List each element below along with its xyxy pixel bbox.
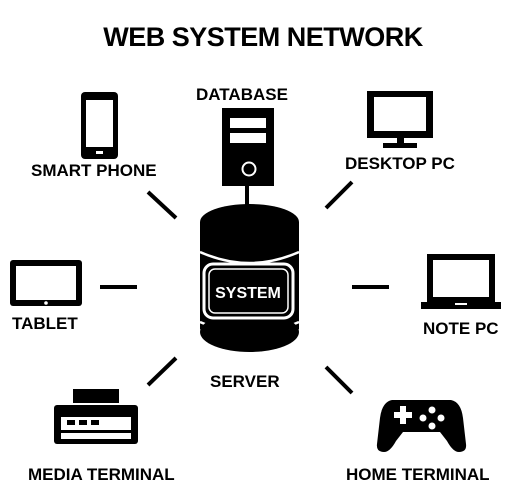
- connector-lines: [100, 180, 389, 395]
- label-tablet: TABLET: [12, 314, 78, 333]
- gamepad-icon: [376, 400, 467, 452]
- label-media: MEDIA TERMINAL: [28, 465, 175, 484]
- label-notepc: NOTE PC: [423, 319, 499, 338]
- label-desktop: DESKTOP PC: [345, 154, 455, 173]
- smartphone-icon: [81, 92, 118, 159]
- label-home: HOME TERMINAL: [346, 465, 490, 484]
- diagram-title: WEB SYSTEM NETWORK: [103, 22, 423, 52]
- label-server: SERVER: [210, 372, 280, 391]
- server-icon: SYSTEM: [199, 204, 300, 352]
- server-screen-text: SYSTEM: [215, 285, 281, 302]
- connector-desktop: [324, 180, 354, 210]
- label-smartphone: SMART PHONE: [31, 161, 157, 180]
- printer-icon: [54, 389, 138, 444]
- label-database: DATABASE: [196, 85, 288, 104]
- tablet-icon: [10, 260, 82, 306]
- connector-home: [324, 365, 354, 395]
- database-server-icon: [222, 108, 274, 186]
- desktop-monitor-icon: [367, 91, 433, 148]
- laptop-icon: [421, 254, 501, 309]
- connector-media: [146, 356, 178, 387]
- connector-smartphone: [146, 190, 178, 220]
